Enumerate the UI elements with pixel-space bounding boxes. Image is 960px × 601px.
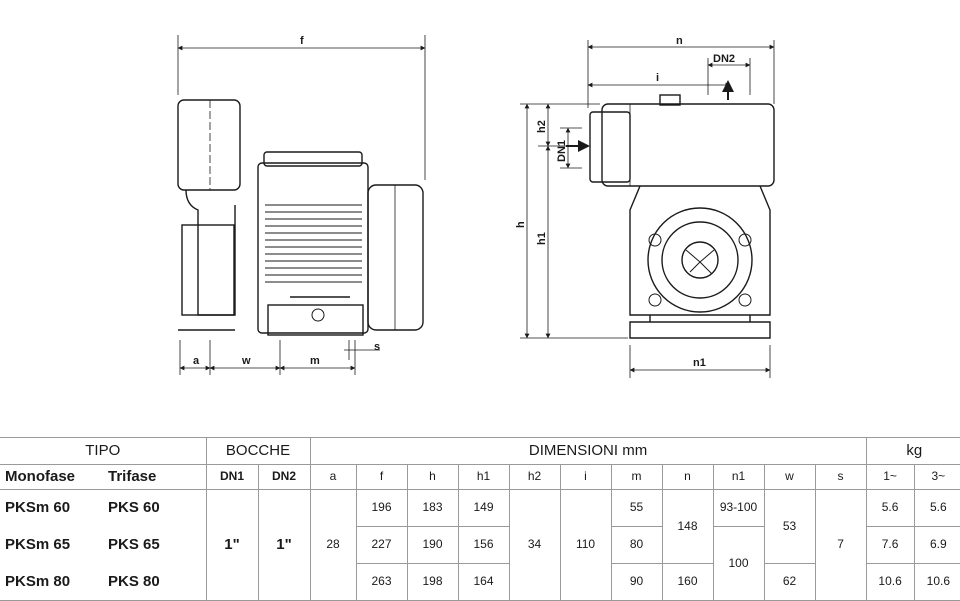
dim-h-value: 190: [406, 526, 459, 564]
header-dn2: DN2: [257, 464, 311, 490]
header-tipo: TIPO: [0, 437, 207, 465]
dim-w-value: 62: [763, 563, 816, 601]
dim-n1-value: 93-100: [712, 489, 765, 527]
dim-h-value: 198: [406, 563, 459, 601]
header-bocche: BOCCHE: [205, 437, 311, 465]
front-view-drawing: [520, 40, 775, 378]
table-row: PKSm 60 PKS 60 1" 1" 28 196 183 149 34 1…: [0, 489, 960, 601]
dim-i-label: i: [656, 72, 659, 84]
header-dim-h1: h1: [457, 464, 510, 490]
dim-f-label: f: [300, 35, 304, 47]
dim-f-value: 196: [355, 489, 408, 527]
dim-h2-value: 34: [508, 489, 561, 601]
technical-drawings: f a w m s: [177, 35, 775, 378]
dim-a-value: 28: [309, 489, 357, 601]
kg3-value: 10.6: [913, 563, 960, 601]
dim-dn1-label: DN1: [556, 140, 568, 162]
header-trifase: Trifase: [103, 464, 207, 490]
model-tri: PKS 60: [103, 489, 207, 527]
dim-i-value: 110: [559, 489, 612, 601]
dim-h1-value: 164: [457, 563, 510, 601]
header-kg: kg: [865, 437, 960, 465]
side-view-drawing: [177, 35, 426, 375]
kg1-value: 5.6: [865, 489, 915, 527]
dim-h1-value: 156: [457, 526, 510, 564]
dim-a-label: a: [193, 355, 200, 367]
header-dn1: DN1: [205, 464, 259, 490]
dim-w-value: 53: [763, 489, 816, 564]
model-tri: PKS 80: [103, 563, 207, 601]
model-mono: PKSm 80: [0, 563, 103, 601]
dim-n-label: n: [676, 35, 683, 47]
header-dim-f: f: [355, 464, 408, 490]
dim-n-value: 148: [661, 489, 714, 564]
model-mono: PKSm 65: [5, 535, 71, 553]
header-dim-w: w: [763, 464, 816, 490]
header-dim-n1: n1: [712, 464, 765, 490]
table-row: PKSm 65 PKS 65 227 190 156 80 100 7.6 6.…: [0, 526, 960, 601]
dim-f-value: 263: [355, 563, 408, 601]
header-dim-h2: h2: [508, 464, 561, 490]
dim-n1-value: 100: [712, 526, 765, 601]
header-dim-s: s: [814, 464, 867, 490]
header-dim-n: n: [661, 464, 714, 490]
header-monofase: Monofase: [0, 464, 103, 490]
dim-f-value: 227: [355, 526, 408, 564]
dim-m-value: 90: [610, 563, 663, 601]
model-mono: PKSm 60: [0, 489, 103, 527]
kg3-value: 5.6: [913, 489, 960, 527]
dim-n1-label: n1: [693, 357, 706, 369]
dim-h1-label: h1: [536, 232, 548, 245]
header-dimensioni: DIMENSIONI mm: [309, 437, 867, 465]
header-dim-h: h: [406, 464, 459, 490]
dn2-value: 1": [257, 489, 311, 601]
dim-h-label: h: [515, 221, 527, 228]
header-dim-i: i: [559, 464, 612, 490]
header-kg3: 3~: [913, 464, 960, 490]
dim-n-value: 160: [661, 563, 714, 601]
dim-dn2-label: DN2: [713, 53, 735, 65]
kg1-value: 10.6: [865, 563, 915, 601]
header-kg1: 1~: [865, 464, 915, 490]
dim-s-value: 7: [814, 489, 867, 601]
model-tri: PKS 65: [103, 526, 207, 564]
header-dim-m: m: [610, 464, 663, 490]
header-dim-a: a: [309, 464, 357, 490]
kg3-value: 6.9: [913, 526, 960, 564]
dim-s-label: s: [374, 341, 380, 353]
dim-h1-value: 149: [457, 489, 510, 527]
dim-m-value: 80: [610, 526, 663, 564]
dim-h2-label: h2: [536, 120, 548, 133]
dn1-value: 1": [205, 489, 259, 601]
dim-h-value: 183: [406, 489, 459, 527]
dim-m-label: m: [310, 355, 320, 367]
spec-table: TIPO BOCCHE DIMENSIONI mm kg Monofase Tr…: [0, 437, 960, 601]
dim-w-label: w: [241, 355, 251, 367]
dim-m-value: 55: [610, 489, 663, 527]
kg1-value: 7.6: [865, 526, 915, 564]
